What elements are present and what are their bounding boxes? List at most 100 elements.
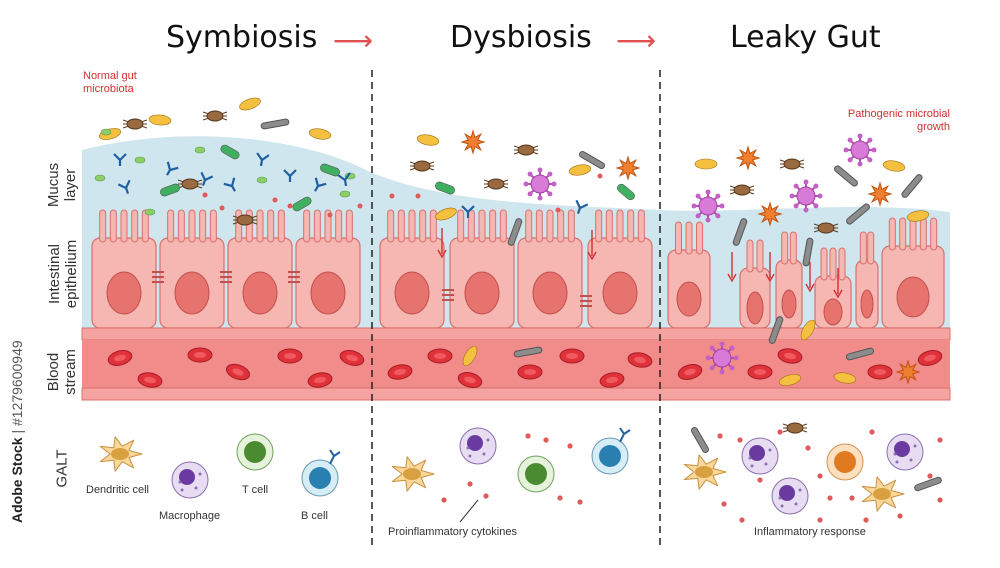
cytokine-dot bbox=[441, 497, 447, 503]
ciliated-bacterium bbox=[122, 118, 148, 130]
tight-junction bbox=[442, 289, 454, 301]
epithelial-cell bbox=[517, 209, 583, 329]
label-proinflammatory-cytokines: Proinflammatory cytokines bbox=[388, 526, 517, 538]
small-bacterium bbox=[194, 146, 206, 154]
antibody bbox=[223, 177, 236, 192]
epithelial-cell bbox=[814, 247, 852, 329]
red-blood-cell bbox=[187, 347, 213, 363]
antibody bbox=[113, 153, 127, 166]
t-cell bbox=[517, 455, 555, 493]
nucleus bbox=[532, 271, 568, 315]
red-blood-cell bbox=[427, 348, 453, 364]
cytokine-dot bbox=[863, 517, 869, 523]
dendritic-cell bbox=[861, 476, 905, 512]
red-blood-cell bbox=[627, 352, 653, 368]
stock-watermark: Adobe Stock | #1279600949 bbox=[9, 340, 25, 523]
red-blood-cell bbox=[137, 372, 163, 388]
oval-bacterium bbox=[308, 128, 332, 140]
virus bbox=[705, 341, 739, 375]
virus bbox=[691, 189, 725, 223]
side-label-mucus: Mucus layer bbox=[45, 145, 79, 225]
spiky-bacterium bbox=[757, 201, 783, 227]
epithelial-cell bbox=[91, 209, 157, 329]
small-bacterium bbox=[94, 174, 106, 182]
label-inflammatory-response: Inflammatory response bbox=[754, 526, 866, 538]
worm-bacterium bbox=[732, 218, 748, 246]
cytokine-dot bbox=[389, 193, 395, 199]
nucleus bbox=[242, 271, 278, 315]
ciliated-bacterium bbox=[513, 144, 539, 156]
macrophage bbox=[741, 437, 779, 475]
spiky-bacterium bbox=[895, 359, 921, 385]
cytokine-dot bbox=[577, 499, 583, 505]
rod-bacterium bbox=[292, 196, 312, 212]
red-blood-cell bbox=[457, 372, 483, 388]
nucleus bbox=[781, 289, 797, 319]
label-t-cell: T cell bbox=[242, 484, 269, 496]
epithelial-cell bbox=[379, 209, 445, 329]
antibody bbox=[461, 205, 475, 218]
tight-junction bbox=[288, 271, 300, 283]
arrow-down-icon bbox=[587, 230, 597, 261]
arrow-icon: ⟶ bbox=[333, 24, 374, 57]
activated-cell bbox=[826, 443, 864, 481]
note-line: Pathogenic microbial bbox=[847, 108, 950, 120]
side-label-line: layer bbox=[62, 168, 79, 202]
worm-bacterium bbox=[845, 347, 875, 361]
red-blood-cell bbox=[107, 350, 133, 366]
red-blood-cell bbox=[307, 372, 333, 388]
cytokine-dot bbox=[543, 437, 549, 443]
oval-bacterium bbox=[778, 374, 802, 386]
red-blood-cell bbox=[917, 350, 943, 366]
red-blood-cell bbox=[747, 364, 773, 380]
small-bacterium bbox=[100, 128, 112, 136]
cytokine-dot bbox=[287, 203, 293, 209]
red-blood-cells bbox=[107, 347, 943, 388]
red-blood-cell bbox=[777, 348, 803, 364]
arrow-down-icon bbox=[727, 252, 737, 283]
cytokine-dot bbox=[817, 517, 823, 523]
worm-bacterium bbox=[802, 237, 814, 267]
pathogenic-growth-note: Pathogenic microbial growth bbox=[835, 108, 950, 134]
cytokine-dot bbox=[737, 437, 743, 443]
cytokine-dot bbox=[717, 433, 723, 439]
antibody bbox=[314, 177, 327, 192]
side-label-line: stream bbox=[62, 349, 79, 395]
antibody bbox=[575, 199, 589, 215]
red-blood-cell bbox=[339, 350, 365, 366]
virus bbox=[789, 179, 823, 213]
side-label-line: epithelium bbox=[63, 239, 80, 309]
worm-bacterium bbox=[513, 346, 543, 358]
watermark-brand: Adobe Stock bbox=[9, 437, 25, 523]
label-b-cell: B cell bbox=[301, 510, 328, 522]
note-line: Normal gut bbox=[83, 70, 137, 82]
cytokine-dot bbox=[927, 473, 933, 479]
rod-bacterium bbox=[435, 181, 455, 195]
worm-bacterium bbox=[914, 476, 942, 492]
epithelial-cell bbox=[227, 209, 293, 329]
label-macrophage: Macrophage bbox=[159, 510, 221, 522]
cytokine-dot bbox=[805, 445, 811, 451]
arrow-down-icon bbox=[437, 228, 447, 259]
cytokine-dot bbox=[721, 501, 727, 507]
arrow-down-icon bbox=[765, 252, 775, 283]
cytokine-dot bbox=[597, 173, 603, 179]
epithelial-cell bbox=[881, 217, 945, 329]
panel-dividers bbox=[371, 70, 661, 548]
red-blood-cell bbox=[599, 372, 625, 388]
small-bacterium bbox=[134, 156, 146, 164]
red-blood-cell bbox=[677, 364, 703, 380]
red-blood-cell bbox=[517, 364, 543, 380]
red-blood-cell bbox=[559, 348, 585, 364]
side-label-line: Blood bbox=[45, 352, 62, 392]
cytokine-dot bbox=[219, 205, 225, 211]
macrophage bbox=[459, 427, 497, 465]
cytokine-dot bbox=[937, 497, 943, 503]
epithelial-cell bbox=[855, 231, 879, 329]
ciliated-bacterium bbox=[779, 158, 805, 170]
cytokine-dot bbox=[739, 517, 745, 523]
epithelial-cell bbox=[449, 209, 515, 329]
worm-bacterium bbox=[834, 165, 858, 187]
cytokine-dot bbox=[817, 473, 823, 479]
side-label-line: Mucus bbox=[45, 162, 62, 208]
